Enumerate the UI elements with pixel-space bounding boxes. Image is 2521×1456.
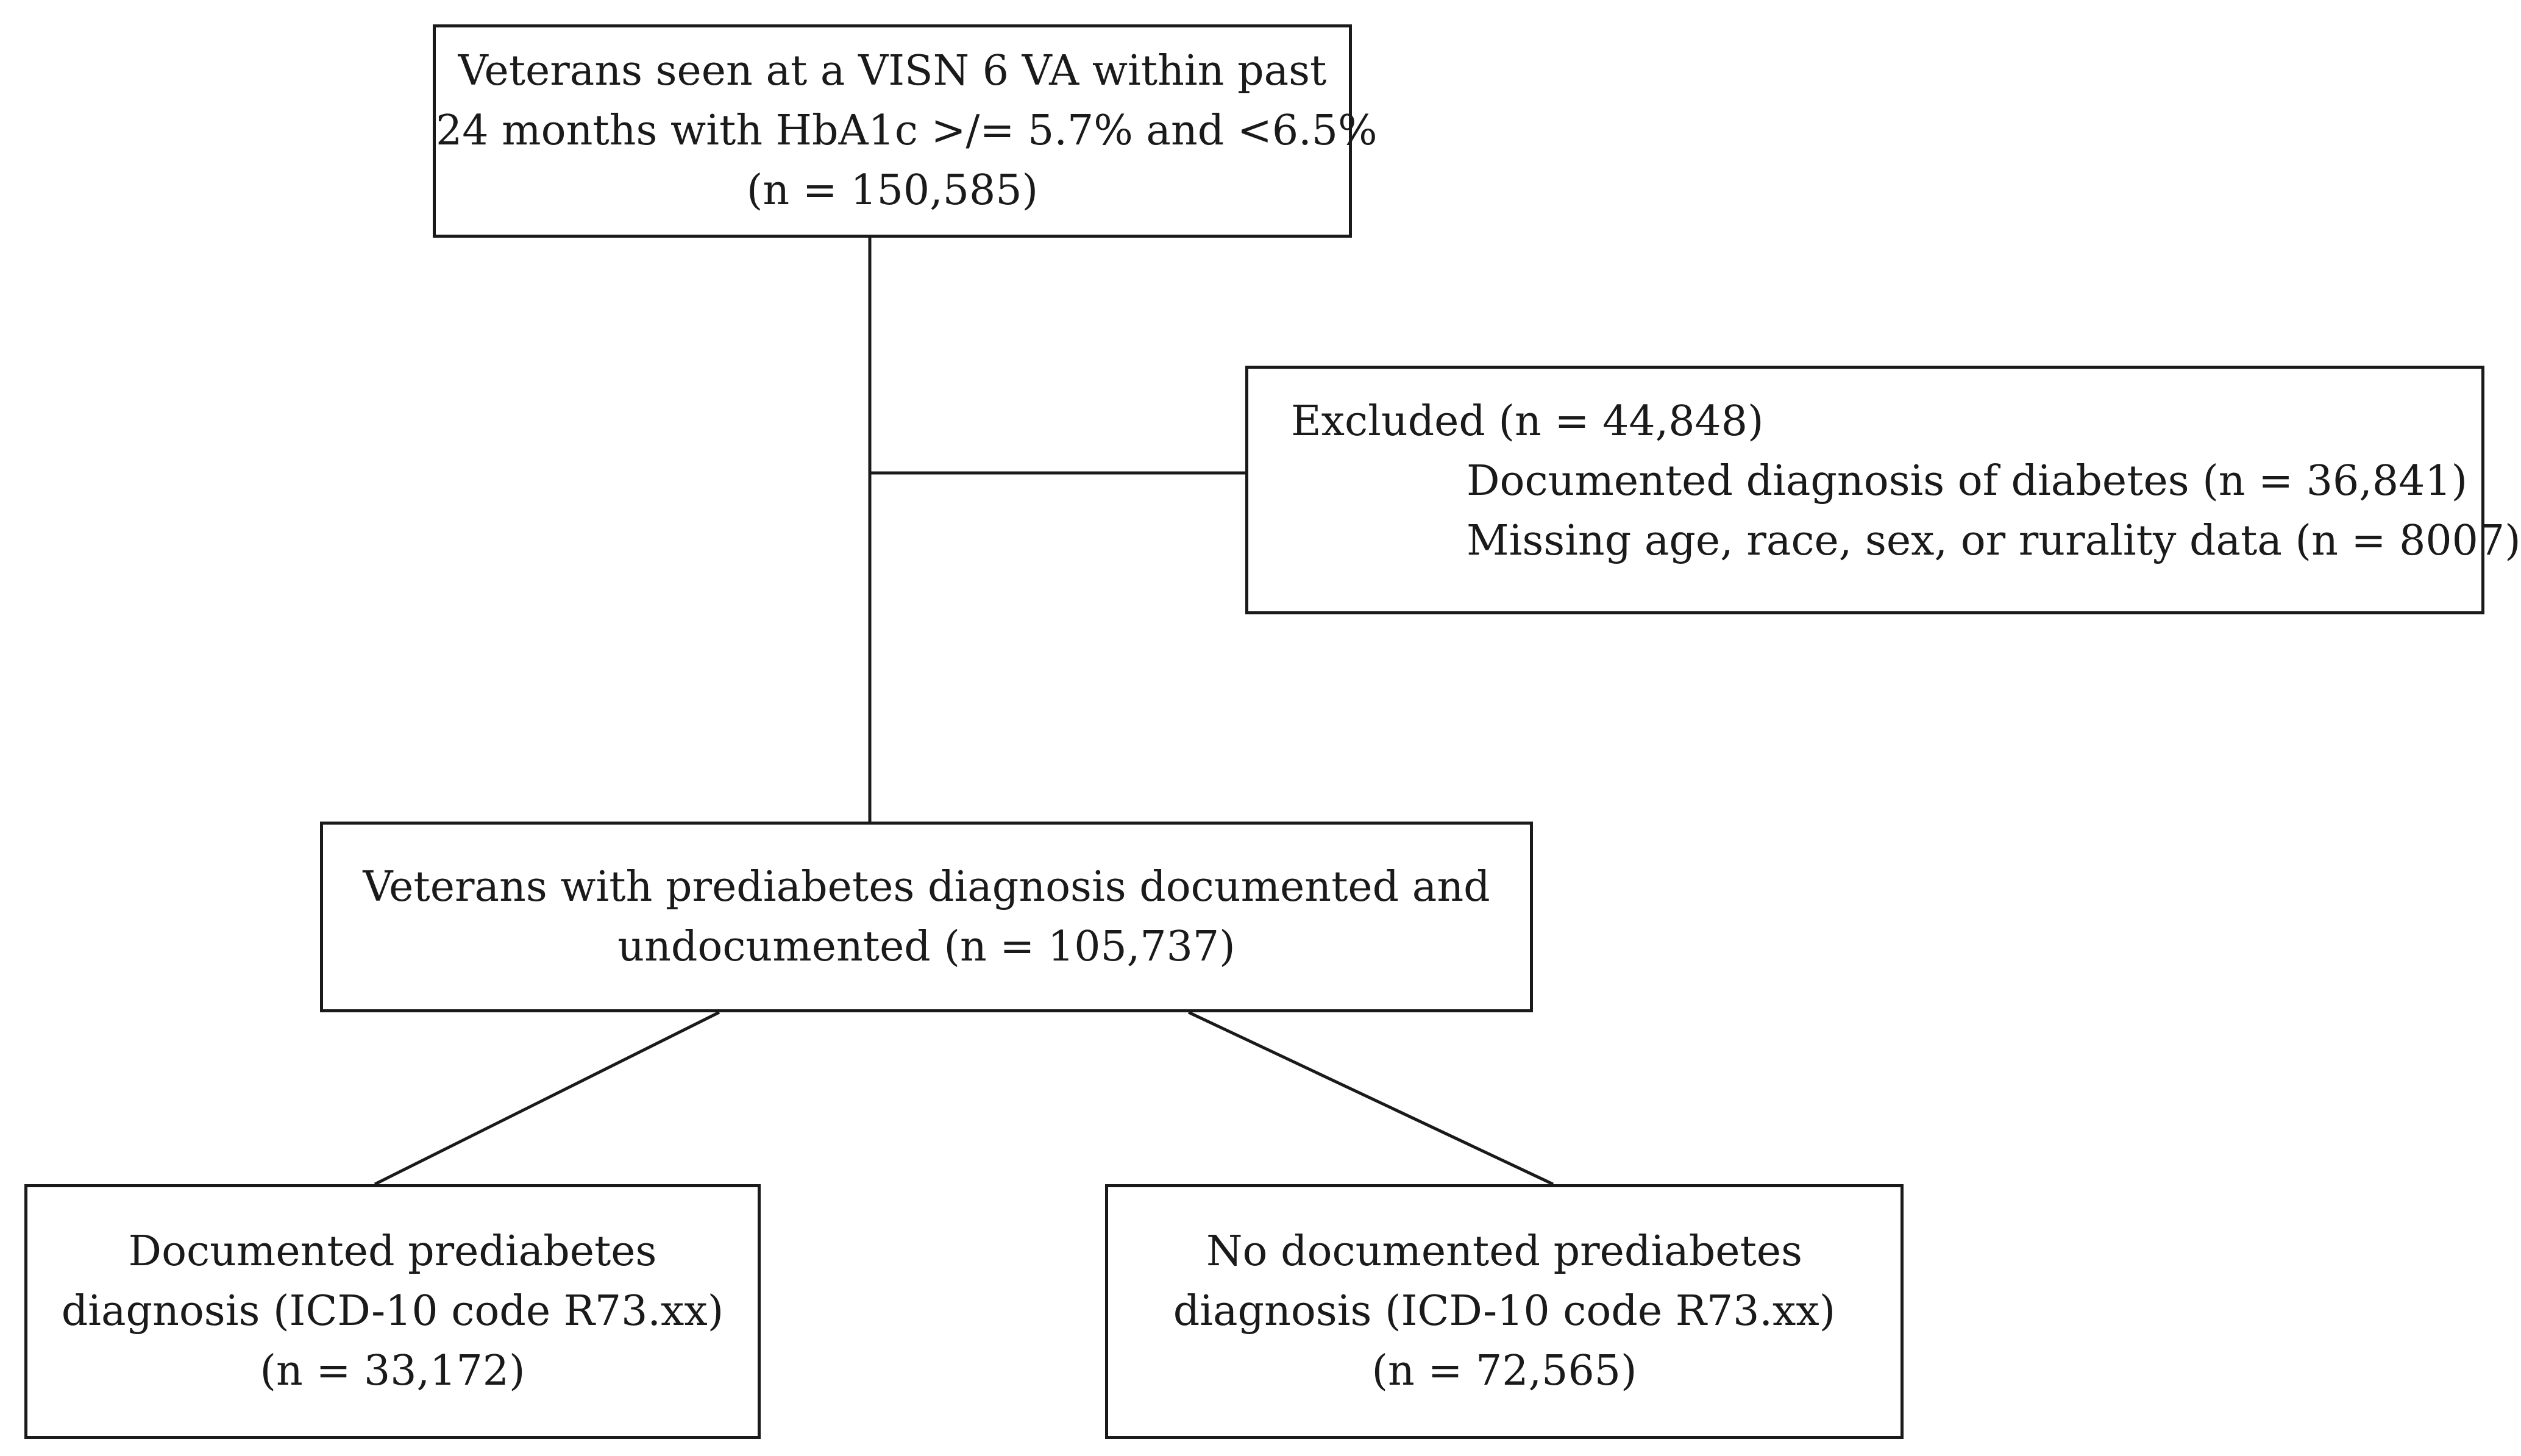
screened-line-3: (n = 150,585): [746, 166, 1039, 215]
screened-line-1: Veterans seen at a VISN 6 VA within past: [458, 47, 1327, 95]
box-no-documented-prediabetes: No documented prediabetes diagnosis (ICD…: [1105, 1184, 1904, 1439]
prediabetes-line-1: Veterans with prediabetes diagnosis docu…: [363, 862, 1490, 911]
connector-prediabetes-to-undocumented: [1187, 1010, 1554, 1186]
box-documented-prediabetes: Documented prediabetes diagnosis (ICD-10…: [24, 1184, 761, 1439]
documented-line-2: diagnosis (ICD-10 code R73.xx): [61, 1287, 724, 1335]
excluded-item-diabetes: Documented diagnosis of diabetes (n = 36…: [1467, 457, 2468, 505]
undocumented-line-1: No documented prediabetes: [1206, 1227, 1802, 1276]
box-veterans-screened: Veterans seen at a VISN 6 VA within past…: [433, 24, 1378, 238]
screened-line-2: 24 months with HbA1c >/= 5.7% and <6.5%: [436, 107, 1378, 155]
box-excluded: Excluded (n = 44,848) Documented diagnos…: [1245, 366, 2521, 614]
excluded-heading: Excluded (n = 44,848): [1291, 397, 1764, 446]
documented-line-3: (n = 33,172): [260, 1347, 525, 1395]
prediabetes-line-2: undocumented (n = 105,737): [617, 922, 1236, 971]
excluded-item-missing-data: Missing age, race, sex, or rurality data…: [1467, 517, 2521, 565]
box-veterans-prediabetes: Veterans with prediabetes diagnosis docu…: [320, 822, 1533, 1012]
undocumented-line-2: diagnosis (ICD-10 code R73.xx): [1173, 1287, 1836, 1335]
documented-line-1: Documented prediabetes: [128, 1227, 657, 1276]
undocumented-line-3: (n = 72,565): [1371, 1347, 1637, 1395]
connector-prediabetes-to-documented: [374, 1010, 720, 1186]
